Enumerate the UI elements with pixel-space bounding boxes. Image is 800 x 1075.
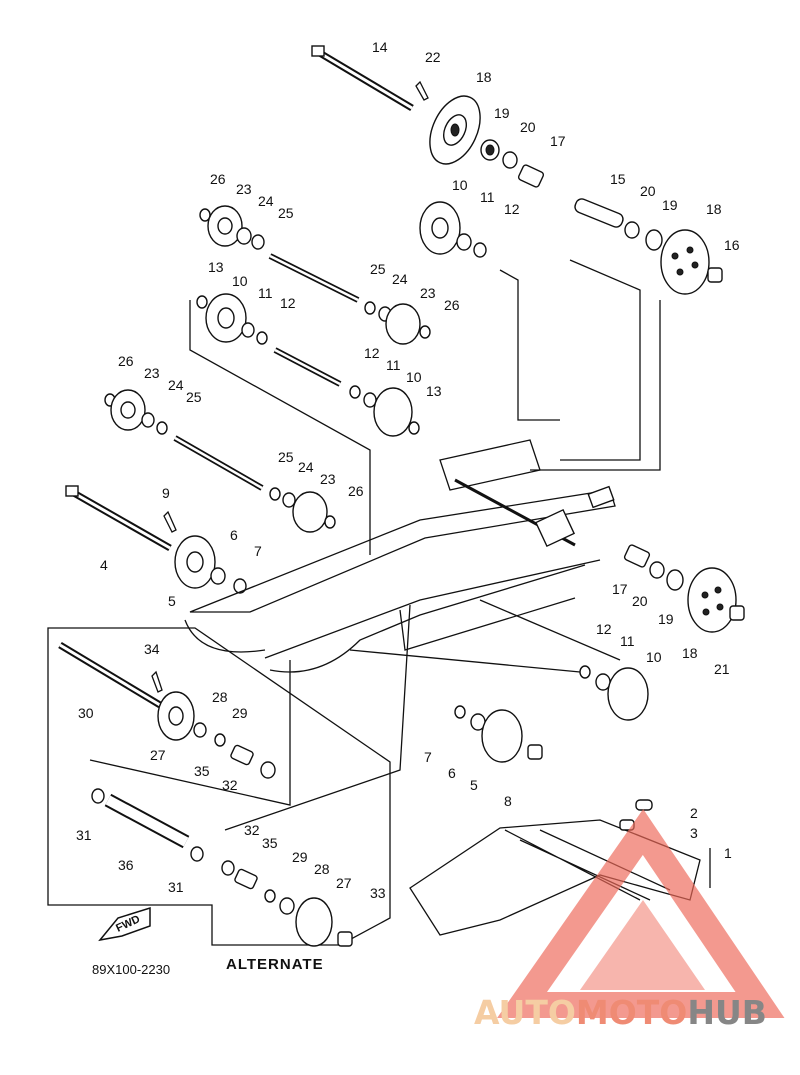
- part-callout-18: 18: [476, 69, 492, 85]
- part-callout-17: 17: [550, 133, 566, 149]
- part-callout-24: 24: [392, 271, 408, 287]
- part-callout-7: 7: [424, 749, 432, 765]
- part-callout-21: 21: [714, 661, 730, 677]
- part-callout-2: 2: [690, 805, 698, 821]
- watermark-moto: MOTO: [576, 993, 687, 1032]
- part-callout-13: 13: [208, 259, 224, 275]
- drawing-code: 89X100-2230: [92, 962, 170, 977]
- part-callout-10: 10: [406, 369, 422, 385]
- part-callout-32: 32: [244, 822, 260, 838]
- part-callout-26: 26: [348, 483, 364, 499]
- part-callout-11: 11: [258, 285, 273, 301]
- part-callout-17: 17: [612, 581, 628, 597]
- part-callout-35: 35: [262, 835, 278, 851]
- part-callout-24: 24: [168, 377, 184, 393]
- part-callout-27: 27: [150, 747, 166, 763]
- part-callout-24: 24: [298, 459, 314, 475]
- part-callout-32: 32: [222, 777, 238, 793]
- part-callout-25: 25: [370, 261, 386, 277]
- part-callout-24: 24: [258, 193, 274, 209]
- part-callout-23: 23: [420, 285, 436, 301]
- part-callout-9: 9: [162, 485, 170, 501]
- part-callout-11: 11: [386, 357, 401, 373]
- part-callout-22: 22: [425, 49, 441, 65]
- part-callout-11: 11: [620, 633, 635, 649]
- watermark-text: AUTOMOTOHUB: [474, 993, 767, 1032]
- watermark-logo: AUTOMOTOHUB: [474, 809, 785, 1032]
- part-callout-1: 1: [724, 845, 732, 861]
- frame-drawing: [47, 45, 745, 947]
- part-callout-5: 5: [168, 593, 176, 609]
- part-callout-19: 19: [662, 197, 678, 213]
- part-callout-29: 29: [292, 849, 308, 865]
- part-callout-11: 11: [480, 189, 495, 205]
- part-callout-26: 26: [118, 353, 134, 369]
- part-callout-20: 20: [640, 183, 656, 199]
- part-callout-28: 28: [314, 861, 330, 877]
- part-callout-25: 25: [278, 449, 294, 465]
- part-callout-10: 10: [232, 273, 248, 289]
- part-callout-8: 8: [504, 793, 512, 809]
- part-callout-23: 23: [236, 181, 252, 197]
- part-callout-3: 3: [690, 825, 698, 841]
- part-callout-26: 26: [210, 171, 226, 187]
- part-callout-5: 5: [470, 777, 478, 793]
- part-callout-6: 6: [230, 527, 238, 543]
- part-callout-15: 15: [610, 171, 626, 187]
- part-callout-36: 36: [118, 857, 134, 873]
- part-callout-20: 20: [632, 593, 648, 609]
- part-callout-7: 7: [254, 543, 262, 559]
- part-callout-30: 30: [78, 705, 94, 721]
- part-callout-4: 4: [100, 557, 108, 573]
- part-callout-29: 29: [232, 705, 248, 721]
- part-callout-26: 26: [444, 297, 460, 313]
- part-callout-25: 25: [186, 389, 202, 405]
- forward-direction-icon: FWD: [98, 906, 151, 942]
- part-callout-12: 12: [596, 621, 612, 637]
- part-callout-10: 10: [646, 649, 662, 665]
- part-callout-28: 28: [212, 689, 228, 705]
- part-callout-34: 34: [144, 641, 160, 657]
- part-callout-20: 20: [520, 119, 536, 135]
- part-callout-18: 18: [706, 201, 722, 217]
- part-callout-19: 19: [494, 105, 510, 121]
- part-callout-23: 23: [144, 365, 160, 381]
- part-callout-18: 18: [682, 645, 698, 661]
- watermark-auto: AUTO: [474, 993, 576, 1032]
- part-callout-33: 33: [370, 885, 386, 901]
- part-callout-12: 12: [504, 201, 520, 217]
- part-callout-25: 25: [278, 205, 294, 221]
- part-callout-13: 13: [426, 383, 442, 399]
- part-callout-14: 14: [372, 39, 388, 55]
- part-callout-12: 12: [280, 295, 296, 311]
- alternate-label: ALTERNATE: [226, 956, 324, 973]
- part-callout-12: 12: [364, 345, 380, 361]
- part-callout-6: 6: [448, 765, 456, 781]
- part-callout-23: 23: [320, 471, 336, 487]
- part-callout-10: 10: [452, 177, 468, 193]
- part-callout-27: 27: [336, 875, 352, 891]
- part-callout-31: 31: [168, 879, 184, 895]
- part-callout-31: 31: [76, 827, 92, 843]
- part-callout-19: 19: [658, 611, 674, 627]
- part-callout-16: 16: [724, 237, 740, 253]
- part-callout-35: 35: [194, 763, 210, 779]
- watermark-hub: HUB: [687, 993, 767, 1032]
